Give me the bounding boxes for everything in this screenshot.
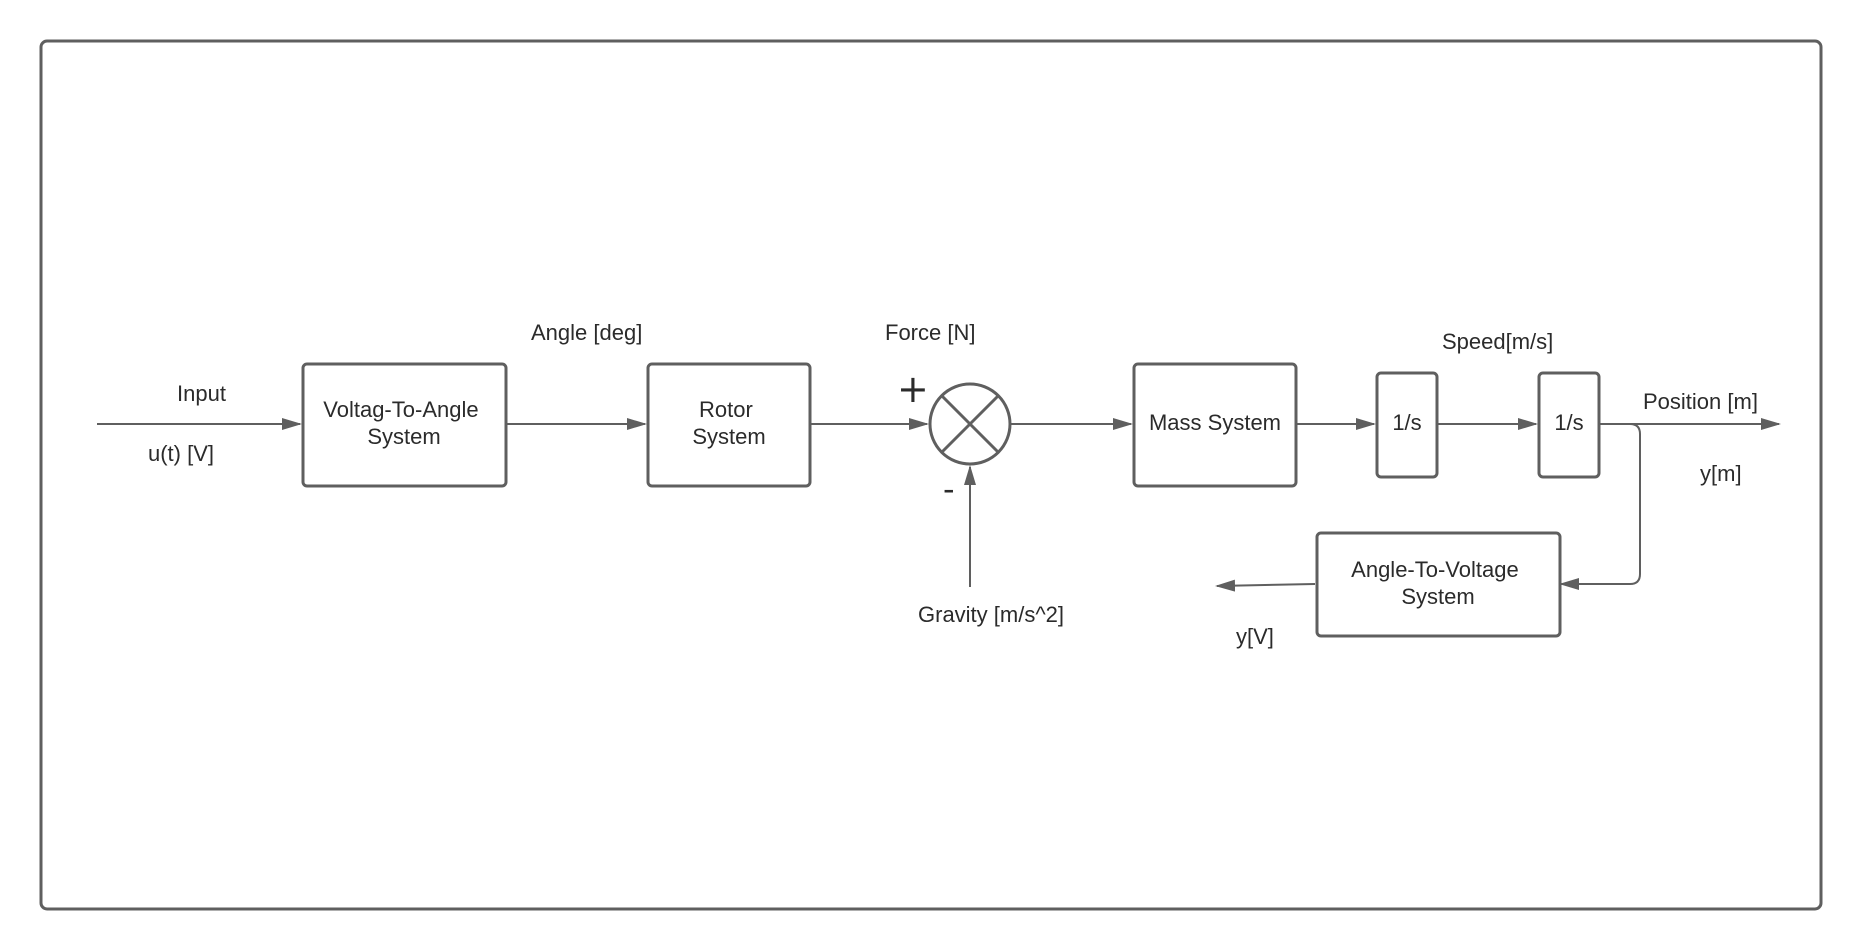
voltage-to-angle-block: Voltag-To-Angle System bbox=[301, 362, 508, 488]
diagram-frame bbox=[39, 39, 1823, 911]
gravity-label: Gravity [m/s^2] bbox=[918, 602, 1064, 627]
position-label: Position [m] bbox=[1643, 389, 1758, 414]
svg-text:Rotor System: Rotor System bbox=[692, 397, 765, 449]
position-symbol-label: y[m] bbox=[1700, 461, 1742, 486]
feedback-output-label: y[V] bbox=[1236, 624, 1274, 649]
integrator-block-1: 1/s bbox=[1375, 371, 1439, 479]
position-feedback-arrow bbox=[1559, 423, 1641, 590]
voltage-to-angle-label-line-1: Voltag-To-Angle bbox=[323, 397, 478, 422]
speed-label: Speed[m/s] bbox=[1442, 329, 1553, 354]
rotor-label-line-1: Rotor bbox=[699, 397, 753, 422]
rotor-label-line-2: System bbox=[692, 424, 765, 449]
angle-to-voltage-label-line-2: System bbox=[1401, 584, 1474, 609]
mass-system-label: Mass System bbox=[1149, 410, 1281, 435]
plus-sign: + bbox=[897, 367, 929, 411]
force-label: Force [N] bbox=[885, 320, 975, 345]
integrator-2-label: 1/s bbox=[1554, 410, 1583, 435]
summing-junction bbox=[928, 382, 1012, 466]
voltage-feedback-output-arrow bbox=[1215, 579, 1316, 592]
angle-to-voltage-label-line-1: Angle-To-Voltage bbox=[1351, 557, 1519, 582]
svg-text:Angle-To-Voltage System: Angle-To-Voltage System bbox=[1351, 557, 1525, 609]
svg-text:Voltag-To-Angle System: Voltag-To-Angle System bbox=[323, 397, 484, 449]
mass-system-block: Mass System bbox=[1132, 362, 1298, 488]
minus-sign: - bbox=[943, 470, 955, 508]
integrator-block-2: 1/s bbox=[1537, 371, 1601, 479]
input-title-label: Input bbox=[177, 381, 226, 406]
rotor-block: Rotor System bbox=[646, 362, 812, 488]
integrator-1-label: 1/s bbox=[1392, 410, 1421, 435]
input-symbol-label: u(t) [V] bbox=[148, 441, 214, 466]
voltage-to-angle-label-line-2: System bbox=[367, 424, 440, 449]
angle-to-voltage-block: Angle-To-Voltage System bbox=[1315, 531, 1562, 638]
angle-label: Angle [deg] bbox=[531, 320, 642, 345]
